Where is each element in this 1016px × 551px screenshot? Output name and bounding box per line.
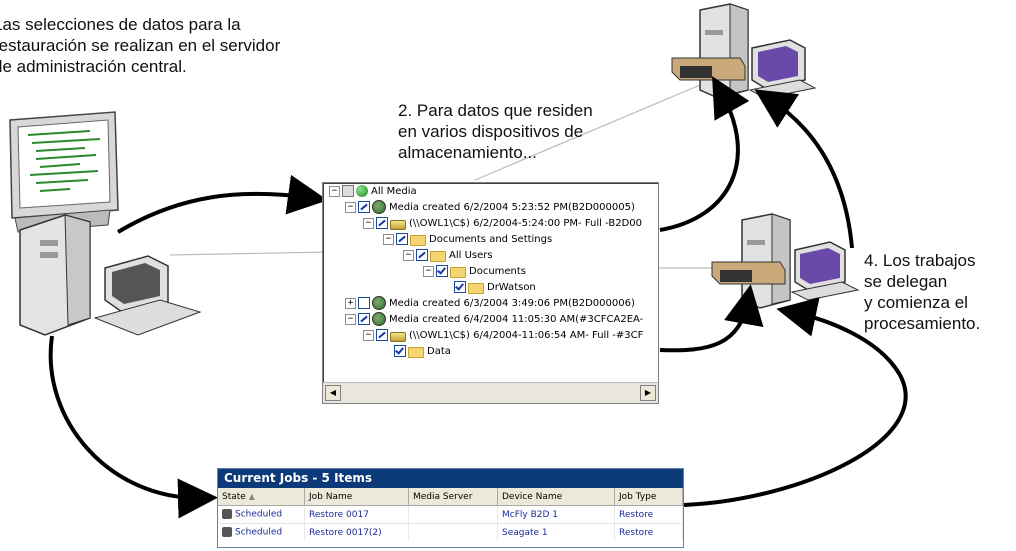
folder-icon bbox=[468, 282, 484, 294]
tree-row[interactable]: − Documents bbox=[423, 263, 526, 279]
table-row[interactable]: Scheduled Restore 0017(2) Seagate 1 Rest… bbox=[218, 523, 683, 541]
tree-row[interactable]: − Media created 6/4/2004 11:05:30 AM(#3C… bbox=[345, 311, 643, 327]
column-header-job-name[interactable]: Job Name bbox=[304, 488, 409, 506]
checkbox[interactable] bbox=[376, 329, 388, 341]
collapse-icon[interactable]: − bbox=[345, 313, 356, 325]
tree-row-label: Documents bbox=[469, 265, 527, 277]
cell-state: Scheduled bbox=[218, 523, 305, 541]
globe-icon bbox=[356, 185, 368, 197]
checkbox[interactable] bbox=[376, 217, 388, 229]
expand-icon[interactable]: + bbox=[345, 297, 356, 309]
cell-device-name: McFly B2D 1 bbox=[497, 505, 615, 524]
drive-icon bbox=[390, 219, 406, 230]
cell-job-type: Restore bbox=[614, 505, 683, 524]
annotation-step-4: 4. Los trabajos se delegan y comienza el… bbox=[864, 251, 981, 333]
column-header-state[interactable]: State ▲ bbox=[218, 488, 305, 506]
cell-state: Scheduled bbox=[218, 505, 305, 524]
collapse-icon[interactable]: − bbox=[345, 201, 356, 213]
jobs-title: Current Jobs - 5 Items bbox=[218, 469, 683, 488]
collapse-icon[interactable]: − bbox=[383, 233, 394, 245]
sort-ascending-icon: ▲ bbox=[248, 491, 255, 501]
checkbox[interactable] bbox=[396, 233, 408, 245]
cell-job-type: Restore bbox=[614, 523, 683, 541]
tree-row[interactable]: − Documents and Settings bbox=[383, 231, 552, 247]
media-server-bottom-icon bbox=[711, 213, 860, 309]
folder-icon bbox=[430, 250, 446, 262]
tree-row-label: (\\OWL1\C$) 6/4/2004-11:06:54 AM- Full -… bbox=[409, 329, 644, 341]
flow-arrow-to-top-server bbox=[659, 76, 750, 232]
checkbox[interactable] bbox=[358, 313, 370, 325]
flow-arrow-return-top bbox=[754, 89, 854, 249]
checkbox[interactable] bbox=[416, 249, 428, 261]
column-header-device-name[interactable]: Device Name bbox=[497, 488, 615, 506]
tree-row-label: Data bbox=[427, 345, 451, 357]
tree-row-label: Documents and Settings bbox=[429, 233, 553, 245]
collapse-icon[interactable]: − bbox=[363, 329, 374, 341]
cell-job-name: Restore 0017(2) bbox=[304, 523, 409, 541]
central-server-icon bbox=[9, 111, 202, 336]
scroll-right-button[interactable]: ▶ bbox=[640, 385, 656, 401]
flow-arrow-jobs-to-server bbox=[683, 297, 908, 507]
tree-row-label: Media created 6/3/2004 3:49:06 PM(B2D000… bbox=[389, 297, 635, 309]
table-row[interactable]: Scheduled Restore 0017 McFly B2D 1 Resto… bbox=[218, 505, 683, 524]
checkbox[interactable] bbox=[358, 201, 370, 213]
flow-arrow-to-tree bbox=[116, 174, 328, 234]
column-header-job-type[interactable]: Job Type bbox=[614, 488, 683, 506]
checkbox[interactable] bbox=[358, 297, 370, 309]
checkbox[interactable] bbox=[342, 185, 354, 197]
collapse-icon[interactable]: − bbox=[329, 185, 340, 197]
tree-row-label: DrWatson bbox=[487, 281, 536, 293]
folder-icon bbox=[408, 346, 424, 358]
drive-icon bbox=[390, 331, 406, 342]
checkbox[interactable] bbox=[436, 265, 448, 277]
collapse-icon[interactable]: − bbox=[403, 249, 414, 261]
tree-row[interactable]: DrWatson bbox=[454, 279, 536, 295]
tree-row[interactable]: − (\\OWL1\C$) 6/2/2004-5:24:00 PM- Full … bbox=[363, 215, 642, 231]
network-line bbox=[474, 84, 701, 181]
tree-row-label: Media created 6/2/2004 5:23:52 PM(B2D000… bbox=[389, 201, 635, 213]
checkbox[interactable] bbox=[454, 281, 466, 293]
tree-row[interactable]: − All Media bbox=[329, 183, 417, 199]
tree-row-label: All Media bbox=[371, 185, 417, 197]
horizontal-scrollbar[interactable]: ◀ ▶ bbox=[323, 382, 658, 403]
collapse-icon[interactable]: − bbox=[423, 265, 434, 277]
tree-row[interactable]: − (\\OWL1\C$) 6/4/2004-11:06:54 AM- Full… bbox=[363, 327, 643, 343]
tree-row[interactable]: + Media created 6/3/2004 3:49:06 PM(B2D0… bbox=[345, 295, 635, 311]
cell-job-name: Restore 0017 bbox=[304, 505, 409, 524]
tree-row-label: (\\OWL1\C$) 6/2/2004-5:24:00 PM- Full -B… bbox=[409, 217, 642, 229]
job-status-icon bbox=[222, 527, 232, 538]
scroll-left-button[interactable]: ◀ bbox=[325, 385, 341, 401]
annotation-step-1: Las selecciones de datos para la restaur… bbox=[0, 15, 281, 76]
job-status-icon bbox=[222, 509, 232, 520]
tree-row[interactable]: − All Users bbox=[403, 247, 493, 263]
annotation-step-2: 2. Para datos que residen en varios disp… bbox=[398, 101, 593, 162]
media-icon bbox=[372, 296, 386, 310]
tree-row[interactable]: − Media created 6/2/2004 5:23:52 PM(B2D0… bbox=[345, 199, 635, 215]
media-icon bbox=[372, 312, 386, 326]
column-header-media-server[interactable]: Media Server bbox=[408, 488, 498, 506]
tree-row[interactable]: Data bbox=[394, 343, 451, 359]
tree-row-label: Media created 6/4/2004 11:05:30 AM(#3CFC… bbox=[389, 313, 644, 325]
cell-media-server bbox=[408, 523, 498, 541]
media-icon bbox=[372, 200, 386, 214]
jobs-table: State ▲ Job Name Media Server Device Nam… bbox=[218, 488, 683, 541]
flow-arrow-to-jobs bbox=[48, 335, 218, 519]
cell-device-name: Seagate 1 bbox=[497, 523, 615, 541]
restore-selection-tree[interactable]: − All Media − Media created 6/2/2004 5:2… bbox=[322, 182, 659, 404]
current-jobs-panel: Current Jobs - 5 Items State ▲ Job Name … bbox=[217, 468, 684, 548]
folder-icon bbox=[410, 234, 426, 246]
folder-icon bbox=[450, 266, 466, 278]
cell-media-server bbox=[408, 505, 498, 524]
tree-row-label: All Users bbox=[449, 249, 493, 261]
media-server-top-icon bbox=[671, 3, 817, 99]
network-line bbox=[169, 251, 331, 256]
collapse-icon[interactable]: − bbox=[363, 217, 374, 229]
checkbox[interactable] bbox=[394, 345, 406, 357]
flow-arrow-to-mid-server bbox=[659, 284, 764, 353]
